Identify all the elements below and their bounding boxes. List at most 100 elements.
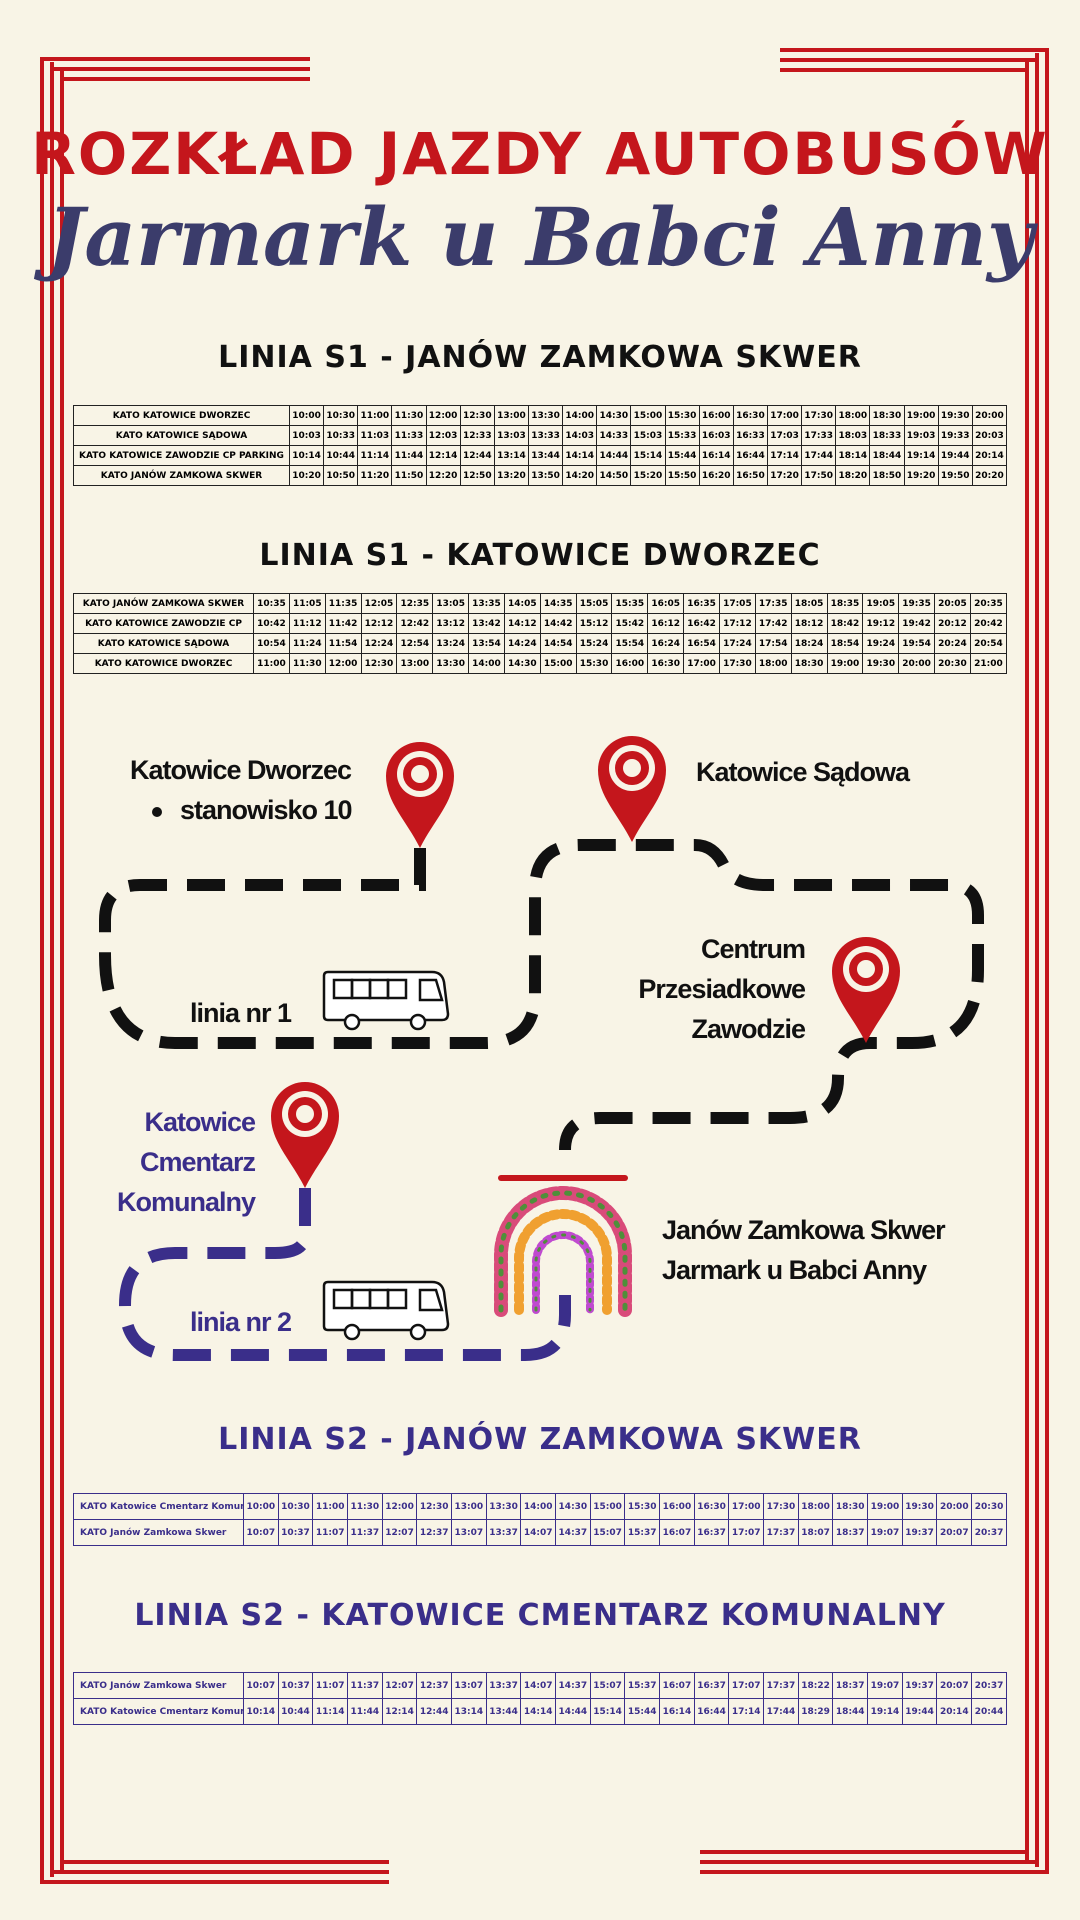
departure-time-cell: 14:37 [555,1672,591,1699]
bus-icon-line1 [322,970,450,1031]
departure-time-cell: 18:03 [835,425,871,446]
departure-time-cell: 13:33 [527,425,564,446]
departure-time-cell: 15:44 [624,1698,661,1725]
departure-time-cell: 20:20 [971,465,1008,486]
stop-name-cell: KATO JANÓW ZAMKOWA SKWER [73,593,254,614]
departure-time-cell: 16:05 [647,593,685,614]
departure-time-cell: 15:20 [630,465,666,486]
departure-time-cell: 15:37 [624,1519,661,1546]
departure-time-cell: 11:00 [357,405,393,426]
departure-time-cell: 14:50 [596,465,632,486]
departure-time-cell: 17:44 [763,1698,799,1725]
departure-time-cell: 10:07 [243,1672,279,1699]
departure-time-cell: 20:00 [971,405,1008,426]
departure-time-cell: 18:29 [797,1698,834,1725]
departure-time-cell: 15:00 [539,653,577,674]
page-title: ROZKŁAD JAZDY AUTOBUSÓW [31,120,1049,188]
departure-time-cell: 18:37 [832,1672,869,1699]
departure-time-cell: 11:37 [347,1672,383,1699]
departure-time-cell: 12:54 [396,633,434,654]
departure-time-cell: 17:30 [801,405,837,426]
departure-time-cell: 16:50 [732,465,768,486]
departure-time-cell: 15:30 [575,653,613,674]
departure-time-cell: 11:42 [324,613,362,634]
departure-time-cell: 13:37 [485,1519,522,1546]
map-pin-icon-dworzec [386,742,454,848]
departure-time-cell: 10:54 [253,633,290,654]
departure-time-cell: 14:00 [520,1493,557,1520]
stop-name-cell: KATO KATOWICE ZAWODZIE CP PARKING [73,445,290,466]
departure-time-cell: 17:54 [754,633,792,654]
departure-time-cell: 13:37 [485,1672,522,1699]
departure-time-cell: 11:00 [312,1493,349,1520]
departure-time-cell: 19:05 [862,593,900,614]
departure-time-cell: 19:14 [867,1698,903,1725]
departure-time-cell: 18:00 [835,405,871,426]
departure-time-cell: 16:14 [659,1698,695,1725]
departure-time-cell: 20:07 [936,1672,973,1699]
departure-time-cell: 11:30 [391,405,427,426]
departure-time-cell: 18:12 [790,613,828,634]
departure-time-cell: 11:07 [312,1672,349,1699]
departure-time-cell: 11:37 [347,1519,383,1546]
departure-time-cell: 19:07 [867,1672,903,1699]
section-title-s1-katowice: LINIA S1 - KATOWICE DWORZEC [259,538,821,573]
departure-time-cell: 16:07 [659,1672,695,1699]
departure-time-cell: 14:00 [468,653,505,674]
departure-time-cell: 13:24 [432,633,470,654]
departure-time-cell: 16:54 [683,633,720,654]
departure-time-cell: 16:30 [647,653,685,674]
departure-time-cell: 13:14 [493,445,529,466]
departure-time-cell: 18:00 [797,1493,834,1520]
departure-time-cell: 13:44 [527,445,564,466]
departure-time-cell: 20:12 [934,613,971,634]
stop-name-cell: KATO KATOWICE SĄDOWA [73,633,254,654]
departure-time-cell: 20:44 [971,1698,1007,1725]
departure-time-cell: 13:07 [451,1519,487,1546]
departure-time-cell: 10:00 [288,405,325,426]
departure-time-cell: 20:37 [971,1519,1007,1546]
departure-time-cell: 11:24 [288,633,326,654]
departure-time-cell: 14:12 [503,613,541,634]
departure-time-cell: 12:33 [459,425,495,446]
line-2-label: linia nr 2 [190,1307,292,1337]
departure-time-cell: 10:14 [288,445,325,466]
departure-time-cell: 15:30 [624,1493,661,1520]
departure-time-cell: 14:30 [555,1493,591,1520]
departure-time-cell: 14:37 [555,1519,591,1546]
departure-time-cell: 13:20 [493,465,529,486]
departure-time-cell: 10:30 [323,405,359,426]
table-row: KATO Katowice Cmentarz Komunalny10:0010:… [73,1493,1007,1520]
departure-time-cell: 16:00 [659,1493,695,1520]
departure-time-cell: 16:30 [693,1493,730,1520]
departure-time-cell: 20:05 [934,593,971,614]
departure-time-cell: 10:44 [277,1698,314,1725]
section-title-s2-janow: LINIA S2 - JANÓW ZAMKOWA SKWER [218,1422,862,1457]
departure-time-cell: 11:07 [312,1519,349,1546]
route-map [99,736,984,1361]
departure-time-cell: 16:33 [732,425,768,446]
departure-time-cell: 19:12 [862,613,900,634]
departure-time-cell: 12:24 [360,633,398,654]
departure-time-cell: 14:30 [596,405,632,426]
departure-time-cell: 11:00 [253,653,290,674]
departure-time-cell: 17:00 [683,653,720,674]
departure-time-cell: 10:50 [323,465,359,486]
departure-time-cell: 17:14 [766,445,803,466]
departure-time-cell: 18:54 [826,633,864,654]
stop-name-cell: KATO Katowice Cmentarz Komunalny [73,1493,244,1520]
departure-time-cell: 13:07 [451,1672,487,1699]
departure-time-cell: 15:12 [575,613,613,634]
departure-time-cell: 20:14 [936,1698,973,1725]
departure-time-cell: 18:30 [832,1493,869,1520]
departure-time-cell: 13:50 [527,465,564,486]
stanowisko-text: stanowisko 10 [180,795,353,825]
departure-time-cell: 20:24 [934,633,971,654]
departure-time-cell: 12:00 [324,653,362,674]
stop-label-stanowisko: stanowisko 10 [152,790,353,830]
departure-time-cell: 16:00 [611,653,649,674]
